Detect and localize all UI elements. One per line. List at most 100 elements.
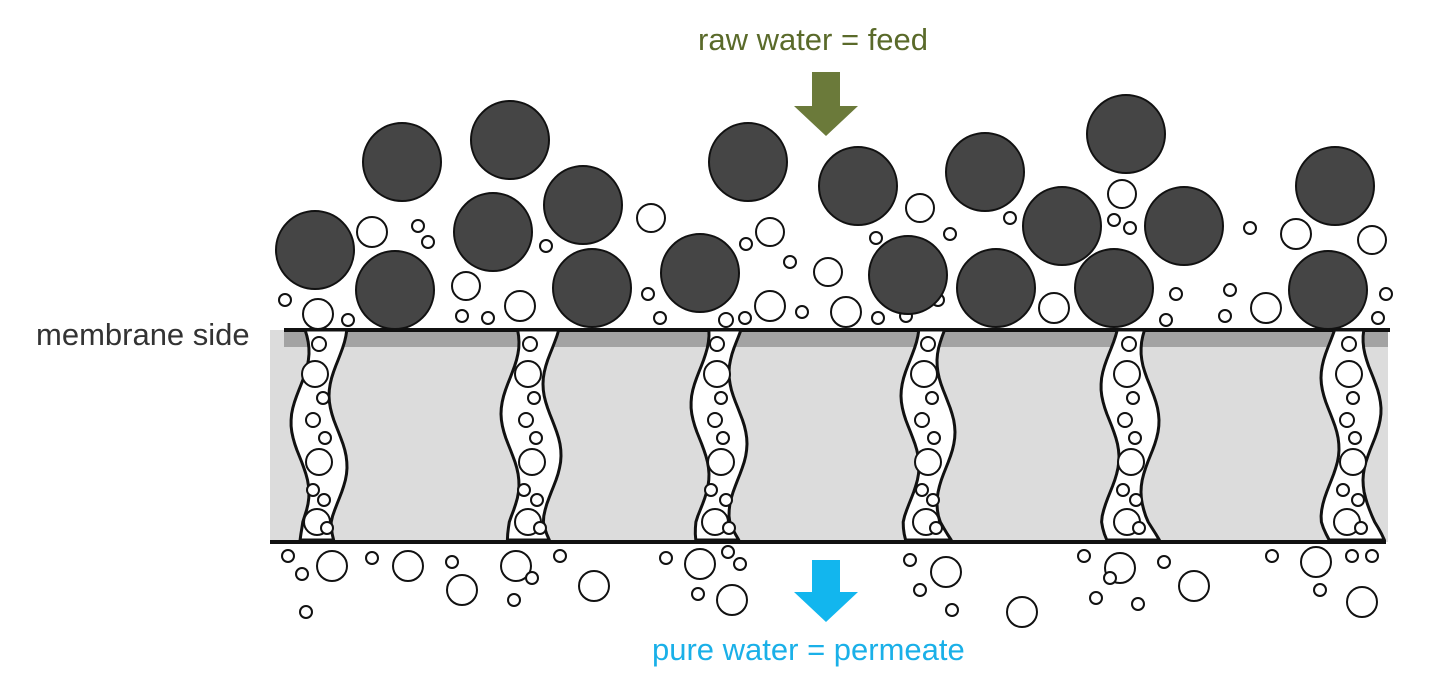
large-particle (1022, 186, 1102, 266)
pore-particle (722, 521, 736, 535)
small-particle (1357, 225, 1387, 255)
feed-arrow-icon (794, 72, 858, 136)
pore-particle (518, 448, 546, 476)
large-particle (470, 100, 550, 180)
large-particle (868, 235, 948, 315)
small-particle (738, 311, 752, 325)
large-particle (362, 122, 442, 202)
large-particle (660, 233, 740, 313)
small-particle (295, 567, 309, 581)
small-particle (691, 587, 705, 601)
pore-particle (1126, 391, 1140, 405)
pore-particle (703, 360, 731, 388)
small-particle (445, 555, 459, 569)
pore-particle (910, 360, 938, 388)
small-particle (1280, 218, 1312, 250)
pore-particle (929, 521, 943, 535)
small-particle (718, 312, 734, 328)
small-particle (455, 309, 469, 323)
small-particle (1103, 571, 1117, 585)
small-particle (1169, 287, 1183, 301)
small-particle (653, 311, 667, 325)
small-particle (451, 271, 481, 301)
large-particle (275, 210, 355, 290)
small-particle (830, 296, 862, 328)
pore-particle (1339, 412, 1355, 428)
pore-particle (1346, 391, 1360, 405)
small-particle (1345, 549, 1359, 563)
small-particle (930, 556, 962, 588)
small-particle (641, 287, 655, 301)
small-particle (1346, 586, 1378, 618)
large-particle (543, 165, 623, 245)
small-particle (1243, 221, 1257, 235)
large-particle (956, 248, 1036, 328)
pore-particle (514, 360, 542, 388)
large-particle (552, 248, 632, 328)
pore-particle (1128, 431, 1142, 445)
pore-particle (925, 391, 939, 405)
pore-particle (920, 336, 936, 352)
small-particle (302, 298, 334, 330)
membrane-skin-layer (284, 331, 1388, 347)
small-particle (1265, 549, 1279, 563)
small-particle (739, 237, 753, 251)
pore-particle (716, 431, 730, 445)
small-particle (500, 550, 532, 582)
pore-particle (1339, 448, 1367, 476)
small-particle (578, 570, 610, 602)
small-particle (1131, 597, 1145, 611)
small-particle (539, 239, 553, 253)
small-particle (733, 557, 747, 571)
small-particle (316, 550, 348, 582)
pore-particle (714, 391, 728, 405)
large-particle (1288, 250, 1368, 330)
small-particle (421, 235, 435, 249)
small-particle (525, 571, 539, 585)
small-particle (913, 583, 927, 597)
pore-particle (915, 483, 929, 497)
small-particle (945, 603, 959, 617)
pore-particle (719, 493, 733, 507)
small-particle (507, 593, 521, 607)
pore-particle (1335, 360, 1363, 388)
pore-particle (317, 493, 331, 507)
pore-particle (306, 483, 320, 497)
pore-particle (1117, 412, 1133, 428)
pore-particle (318, 431, 332, 445)
small-particle (356, 216, 388, 248)
small-particle (755, 217, 785, 247)
pore-particle (1116, 483, 1130, 497)
pore-particle (1351, 493, 1365, 507)
small-particle (903, 553, 917, 567)
pore-particle (1121, 336, 1137, 352)
small-particle (278, 293, 292, 307)
small-particle (1123, 221, 1137, 235)
pore-particle (517, 483, 531, 497)
large-particle (453, 192, 533, 272)
small-particles (278, 179, 1393, 628)
small-particle (1365, 549, 1379, 563)
large-particle (355, 250, 435, 330)
pore-particle (530, 493, 544, 507)
small-particle (446, 574, 478, 606)
pore-particle (311, 336, 327, 352)
small-particle (365, 551, 379, 565)
pore-particle (533, 521, 547, 535)
large-particle (1144, 186, 1224, 266)
small-particle (481, 311, 495, 325)
small-particle (341, 313, 355, 327)
small-particle (813, 257, 843, 287)
feed-label: raw water = feed (698, 22, 929, 57)
pore-particle (926, 493, 940, 507)
small-particle (1006, 596, 1038, 628)
membrane-body-fill (270, 330, 1388, 542)
small-particle (411, 219, 425, 233)
pore-particle (1132, 521, 1146, 535)
pore-particle (305, 412, 321, 428)
pore-particle (527, 391, 541, 405)
pore-particle (914, 412, 930, 428)
small-particle (1038, 292, 1070, 324)
small-particle (1223, 283, 1237, 297)
